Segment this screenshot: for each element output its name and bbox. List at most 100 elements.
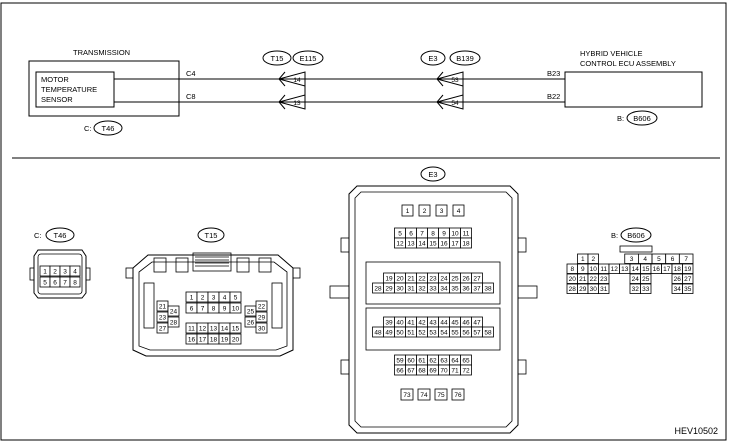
t46-pin-5: 5 [43, 279, 47, 286]
tag-b606-top: B606 [633, 114, 651, 123]
tag-oval-e115 [292, 50, 324, 66]
t15-pin-8: 8 [212, 305, 216, 312]
b606-pin-18: 18 [674, 266, 682, 273]
e3-pin-63: 63 [440, 357, 448, 364]
connector-e3-shell [329, 185, 538, 434]
e3-pin-58-cell [482, 326, 494, 338]
e3-pin-66: 66 [396, 367, 404, 374]
t15-pin-3: 3 [212, 294, 216, 301]
b606-pin-29: 29 [579, 286, 587, 293]
t15-pin-12: 12 [199, 325, 207, 332]
b606-pin-34: 34 [674, 286, 682, 293]
t46-pin-4-cell [69, 265, 81, 277]
e3-pin-39: 39 [385, 319, 393, 326]
e3-pin-19: 19 [385, 275, 393, 282]
e3-pin-18: 18 [462, 240, 470, 247]
e3-pin-62: 62 [429, 357, 437, 364]
tag-b606: B606 [627, 231, 645, 240]
e3-pin-47: 47 [473, 319, 481, 326]
e3-pin-59: 59 [396, 357, 404, 364]
e3-pin-64: 64 [451, 357, 459, 364]
b606-pin-3: 3 [630, 256, 634, 263]
b606-pin-27-cell [682, 273, 694, 284]
sensor-line-1: MOTOR [41, 75, 69, 84]
e3-pin-51: 51 [407, 329, 415, 336]
b606-pin-11: 11 [600, 266, 607, 273]
e3-pin-53: 53 [429, 329, 437, 336]
b606-pin-19-cell [682, 263, 694, 274]
e3-pin-1-cell [401, 204, 414, 217]
outer-frame [0, 2, 727, 441]
tag-t46-top: T46 [102, 124, 115, 133]
t15-pin-9: 9 [223, 305, 227, 312]
e3-pin-65: 65 [462, 357, 470, 364]
t15-pin-27: 27 [159, 325, 167, 332]
tag-oval-t46-top [93, 120, 123, 136]
joint-connector-2 [435, 71, 464, 110]
e3-pin-3-cell [435, 204, 448, 217]
b606-pin-24: 24 [632, 276, 640, 283]
tag-oval-t15 [262, 50, 292, 66]
e3-pin-45: 45 [451, 319, 459, 326]
t15-pin-28: 28 [170, 319, 178, 326]
e3-pin-1: 1 [406, 208, 410, 215]
t15-pin-26: 26 [247, 319, 255, 326]
e3-pin-25: 25 [451, 275, 459, 282]
ecu-connector-prefix: B: [617, 114, 624, 123]
e3-pin-15: 15 [429, 240, 437, 247]
sensor-line-3: SENSOR [41, 95, 73, 104]
t15-pin-20: 20 [232, 336, 240, 343]
e3-pin-69: 69 [429, 367, 437, 374]
b606-pin-1: 1 [581, 256, 585, 263]
t46-pin-3: 3 [63, 268, 67, 275]
e3-pin-26: 26 [462, 275, 470, 282]
e3-pin-71: 71 [451, 367, 459, 374]
b606-pin-20: 20 [569, 276, 577, 283]
joint1-pin-1: 14 [293, 77, 301, 84]
tag-e3-top: E3 [428, 54, 437, 63]
b606-pin-22: 22 [590, 276, 598, 283]
t15-pin-11: 11 [188, 325, 195, 332]
b606-pin-14: 14 [632, 266, 640, 273]
tag-t46: T46 [54, 231, 67, 240]
e3-pin-21: 21 [407, 275, 415, 282]
e3-pin-16: 16 [440, 240, 448, 247]
e3-pin-13: 13 [407, 240, 415, 247]
b606-pin-31-cell [598, 283, 610, 294]
t15-pin-25: 25 [247, 308, 255, 315]
e3-pin-4: 4 [457, 208, 461, 215]
t15-pin-2: 2 [201, 294, 205, 301]
e3-pin-23: 23 [429, 275, 437, 282]
connector-t46-shell [29, 249, 91, 299]
b606-pin-27: 27 [684, 276, 692, 283]
e3-pin-36: 36 [462, 285, 470, 292]
ecu-title-2: CONTROL ECU ASSEMBLY [580, 59, 676, 68]
e3-pin-8: 8 [431, 230, 435, 237]
e3-pin-68: 68 [418, 367, 426, 374]
b606-pin-17: 17 [663, 266, 671, 273]
b606-pin-13: 13 [621, 266, 629, 273]
e3-pin-20: 20 [396, 275, 404, 282]
e3-pin-32: 32 [418, 285, 426, 292]
t15-pin-27-cell [156, 322, 169, 334]
e3-pin-42: 42 [418, 319, 426, 326]
e3-pin-3: 3 [440, 208, 444, 215]
t15-pin-6: 6 [190, 305, 194, 312]
b606-pin-9: 9 [581, 266, 585, 273]
t15-pin-24-cell [167, 305, 180, 317]
e3-pin-74: 74 [420, 392, 428, 399]
b606-pin-5: 5 [657, 256, 661, 263]
t46-pin-2: 2 [53, 268, 57, 275]
e3-pin-29: 29 [385, 285, 393, 292]
ecu-title-1: HYBRID VEHICLE [580, 49, 643, 58]
e3-pin-75: 75 [437, 392, 445, 399]
t15-pin-7: 7 [201, 305, 205, 312]
joint1-pin-2: 13 [293, 100, 301, 107]
e3-pin-67: 67 [407, 367, 415, 374]
t46-pin-8-cell [69, 276, 81, 288]
e3-pin-9: 9 [442, 230, 446, 237]
e3-pin-43: 43 [429, 319, 437, 326]
